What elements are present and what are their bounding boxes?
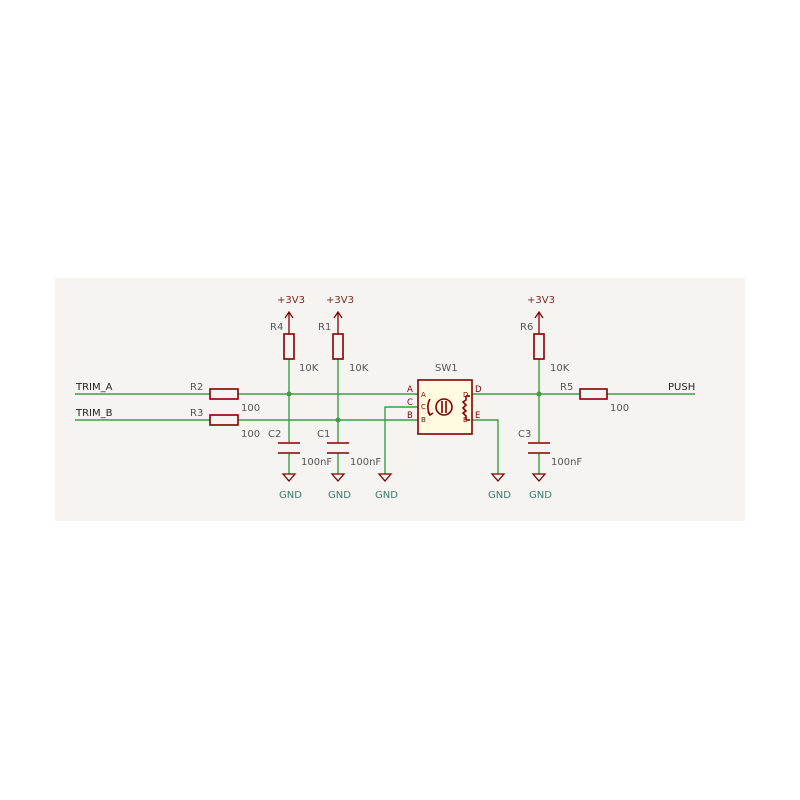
resistor-r4[interactable]: R4 10K (270, 322, 319, 374)
ref-c3: C3 (518, 429, 531, 440)
schematic-sheet (55, 278, 745, 521)
resistor-r2[interactable]: R2 100 (190, 382, 260, 414)
sw1-inner-c: C (421, 403, 426, 411)
resistor-r3[interactable]: R3 100 (190, 408, 260, 440)
value-r3: 100 (241, 429, 260, 440)
ground-label-sw-e: GND (488, 490, 511, 501)
ground-symbol-sw-c: GND (375, 473, 398, 501)
capacitor-c1[interactable]: C1 100nF (317, 429, 381, 468)
value-c2: 100nF (301, 457, 332, 468)
value-r5: 100 (610, 403, 629, 414)
capacitor-c2[interactable]: C2 100nF (268, 429, 332, 468)
value-c1: 100nF (350, 457, 381, 468)
ground-label-c1: GND (328, 490, 351, 501)
ref-r4: R4 (270, 322, 283, 333)
power-label-r6: +3V3 (527, 295, 555, 306)
junction-r6-push (536, 391, 542, 397)
value-r2: 100 (241, 403, 260, 414)
power-label-r4: +3V3 (277, 295, 305, 306)
sw1-pin-b: B (407, 411, 413, 421)
net-label-push: PUSH (668, 382, 695, 393)
power-symbol-r6: +3V3 (527, 295, 555, 334)
capacitor-c3[interactable]: C3 100nF (518, 429, 582, 468)
net-label-trim-a: TRIM_A (75, 382, 113, 393)
junction-r1-trim-b (335, 417, 341, 423)
ground-label-c2: GND (279, 490, 302, 501)
wire-sw-e-gnd (472, 419, 499, 474)
sw1-inner-d: D (463, 391, 468, 399)
encoder-knob-icon (427, 398, 453, 417)
ref-sw1: SW1 (435, 363, 458, 374)
ref-r5: R5 (560, 382, 573, 393)
value-r4: 10K (299, 363, 319, 374)
ground-label-sw-c: GND (375, 490, 398, 501)
value-c3: 100nF (551, 457, 582, 468)
ground-symbol-c1: GND (328, 473, 351, 501)
junctions (286, 391, 542, 423)
ref-r6: R6 (520, 322, 533, 333)
ref-r2: R2 (190, 382, 203, 393)
ref-r1: R1 (318, 322, 331, 333)
ground-symbol-c3: GND (529, 473, 552, 501)
resistor-r5[interactable]: R5 100 (560, 382, 629, 414)
power-symbol-r1: +3V3 (326, 295, 354, 334)
switch-sw1[interactable]: SW1 A C B D E A C B D E (407, 363, 482, 435)
sw1-pin-a: A (407, 385, 413, 395)
value-r1: 10K (349, 363, 369, 374)
net-label-trim-b: TRIM_B (75, 408, 113, 419)
resistor-r1[interactable]: R1 10K (318, 322, 369, 374)
wire-sw-c-gnd (384, 406, 418, 474)
ground-symbol-c2: GND (279, 473, 302, 501)
power-symbol-r4: +3V3 (277, 295, 305, 334)
sw1-inner-a: A (421, 391, 426, 399)
resistor-r6[interactable]: R6 10K (520, 322, 570, 374)
junction-r4-trim-a (286, 391, 292, 397)
ground-label-c3: GND (529, 490, 552, 501)
value-r6: 10K (550, 363, 570, 374)
ref-c1: C1 (317, 429, 330, 440)
power-label-r1: +3V3 (326, 295, 354, 306)
ground-symbol-sw-e: GND (488, 473, 511, 501)
wires (75, 359, 695, 474)
sw1-pin-c: C (407, 398, 413, 408)
ref-r3: R3 (190, 408, 203, 419)
ref-c2: C2 (268, 429, 281, 440)
sw1-inner-b: B (421, 416, 426, 424)
sw1-pin-d: D (475, 385, 482, 395)
sw1-pin-e: E (475, 411, 480, 421)
push-switch-icon (461, 395, 470, 421)
